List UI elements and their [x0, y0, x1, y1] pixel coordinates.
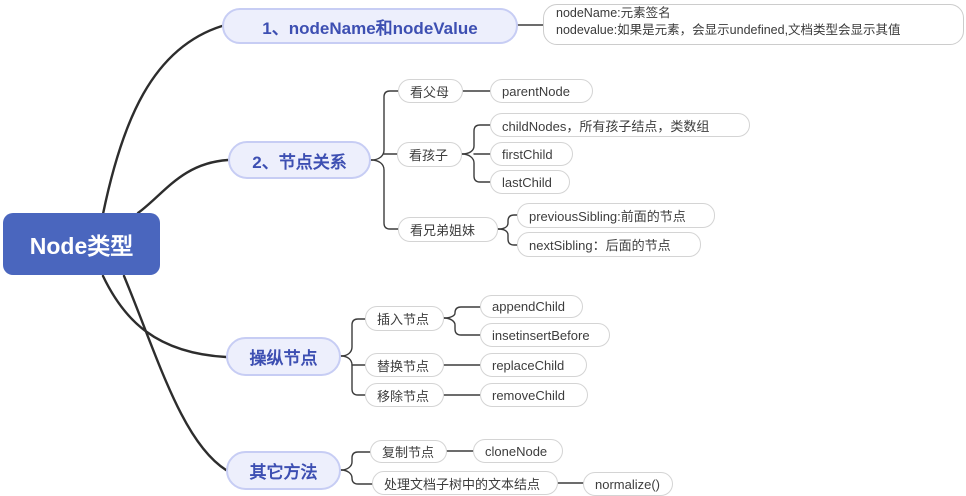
branch-nodename-nodevalue[interactable]: 1、nodeName和nodeValue [222, 8, 518, 44]
connector-seesiblings-nextsibling [497, 228, 518, 246]
connector-manipulate-remove [340, 355, 366, 396]
branch-other-methods[interactable]: 其它方法 [226, 451, 341, 490]
connector-root-manipulate [101, 274, 228, 359]
node-see-parent[interactable]: 看父母 [398, 79, 463, 103]
connector-seechildren-childnodes [461, 124, 491, 155]
node-normalize-text[interactable]: 处理文档子树中的文本结点 [372, 471, 558, 495]
node-insert-node[interactable]: 插入节点 [365, 306, 444, 331]
connector-root-other [122, 274, 228, 472]
node-see-siblings[interactable]: 看兄弟姐妹 [398, 217, 498, 242]
connector-root-namevalue [101, 24, 224, 216]
node-clone-node[interactable]: 复制节点 [370, 440, 447, 463]
leaf-replacechild[interactable]: replaceChild [480, 353, 587, 377]
leaf-removechild[interactable]: removeChild [480, 383, 588, 407]
branch-manipulate-nodes[interactable]: 操纵节点 [226, 337, 341, 376]
leaf-lastchild[interactable]: lastChild [490, 170, 570, 194]
note-line-1: nodeName:元素签名 [556, 6, 671, 20]
connector-seechildren-lastchild [461, 153, 491, 183]
node-see-children[interactable]: 看孩子 [397, 142, 462, 167]
leaf-appendchild[interactable]: appendChild [480, 295, 583, 318]
connector-relations-seeparent [370, 90, 399, 161]
leaf-normalize[interactable]: normalize() [583, 472, 673, 496]
leaf-clonenode[interactable]: cloneNode [473, 439, 563, 463]
branch-node-relations[interactable]: 2、节点关系 [228, 141, 371, 179]
connector-other-normalize [340, 469, 373, 485]
connector-manipulate-insert [340, 318, 366, 357]
note-nodename-nodevalue[interactable]: nodeName:元素签名 nodevalue:如果是元素，会显示undefin… [543, 4, 964, 45]
leaf-parentnode[interactable]: parentNode [490, 79, 593, 103]
connector-seesiblings-previoussibling [497, 214, 518, 230]
root-node[interactable]: Node类型 [3, 213, 160, 275]
note-line-2: nodevalue:如果是元素，会显示undefined,文档类型会显示其值 [556, 23, 901, 37]
node-replace-node[interactable]: 替换节点 [365, 353, 444, 377]
connector-root-relations [136, 158, 230, 215]
leaf-childnodes[interactable]: childNodes，所有孩子结点，类数组 [490, 113, 750, 137]
connector-insert-appendchild [443, 306, 481, 319]
leaf-insertbefore[interactable]: insetinsertBefore [480, 323, 610, 347]
connector-relations-seesiblings [370, 159, 399, 230]
leaf-nextsibling[interactable]: nextSibling：后面的节点 [517, 232, 701, 257]
connector-insert-insertbefore [443, 317, 481, 336]
leaf-firstchild[interactable]: firstChild [490, 142, 573, 166]
connector-other-clonenode [340, 451, 371, 471]
leaf-previoussibling[interactable]: previousSibling:前面的节点 [517, 203, 715, 228]
node-remove-node[interactable]: 移除节点 [365, 383, 444, 407]
